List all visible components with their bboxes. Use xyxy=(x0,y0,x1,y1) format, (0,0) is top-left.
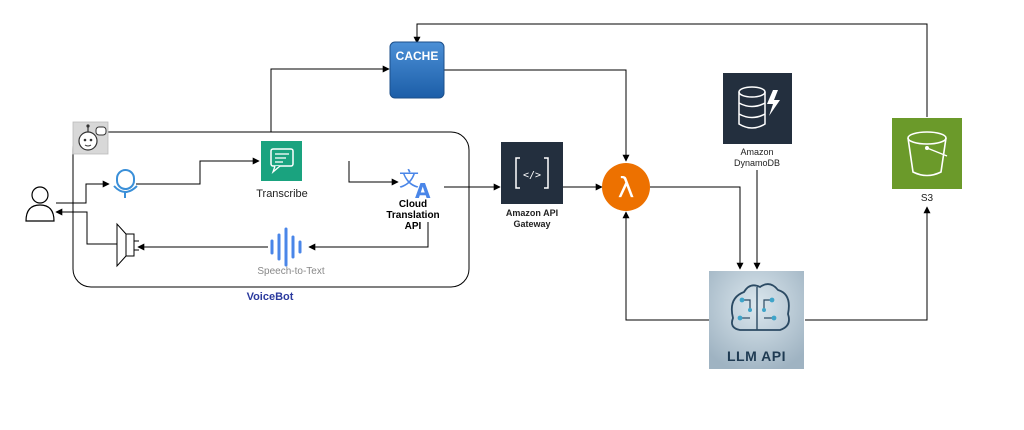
dynamodb-icon xyxy=(723,73,792,144)
cache-node xyxy=(389,41,445,99)
speaker-icon xyxy=(116,222,139,268)
soundwave-icon xyxy=(270,227,302,267)
svg-text:λ: λ xyxy=(618,171,635,204)
voicebot-label: VoiceBot xyxy=(246,291,294,303)
edge-user-to-mic xyxy=(56,180,110,204)
user-icon xyxy=(25,186,55,222)
transcribe-label: Transcribe xyxy=(256,188,308,200)
translate-icon: 文 A xyxy=(399,167,431,203)
api-gateway-icon: </> xyxy=(501,142,563,204)
edge-llm-to-lambda xyxy=(622,211,709,321)
connectors xyxy=(55,23,931,321)
edge-voicebot-to-cache xyxy=(270,65,390,132)
brain-chip-icon xyxy=(709,271,804,369)
translation-label: Cloud Translation API xyxy=(386,199,440,232)
llm-api-label: LLM API xyxy=(727,348,786,364)
edge-speaker-to-user xyxy=(55,208,117,245)
edge-transcribe-to-translate xyxy=(348,161,399,186)
edge-s3-to-cache xyxy=(413,23,928,117)
dynamodb-label: Amazon DynamoDB xyxy=(733,147,780,168)
bot-icon xyxy=(72,121,109,155)
edge-translate-to-stt xyxy=(308,222,429,251)
cache-label: CACHE xyxy=(395,49,439,63)
svg-text:A: A xyxy=(415,179,431,203)
lambda-icon: λ xyxy=(602,163,650,211)
svg-text:文: 文 xyxy=(399,167,419,191)
edge-cache-to-lambda xyxy=(444,69,630,162)
s3-bucket-icon xyxy=(892,118,962,189)
edge-lambda-to-llm xyxy=(650,186,744,270)
microphone-icon xyxy=(113,169,138,198)
edge-mic-to-transcribe xyxy=(136,157,260,185)
svg-text:</>: </> xyxy=(523,170,541,181)
speech-to-text-label: Speech-to-Text xyxy=(257,266,325,277)
api-gateway-label: Amazon API Gateway xyxy=(505,208,559,229)
transcribe-icon xyxy=(261,141,302,181)
edge-llm-to-s3 xyxy=(805,206,931,321)
s3-label: S3 xyxy=(920,193,934,204)
